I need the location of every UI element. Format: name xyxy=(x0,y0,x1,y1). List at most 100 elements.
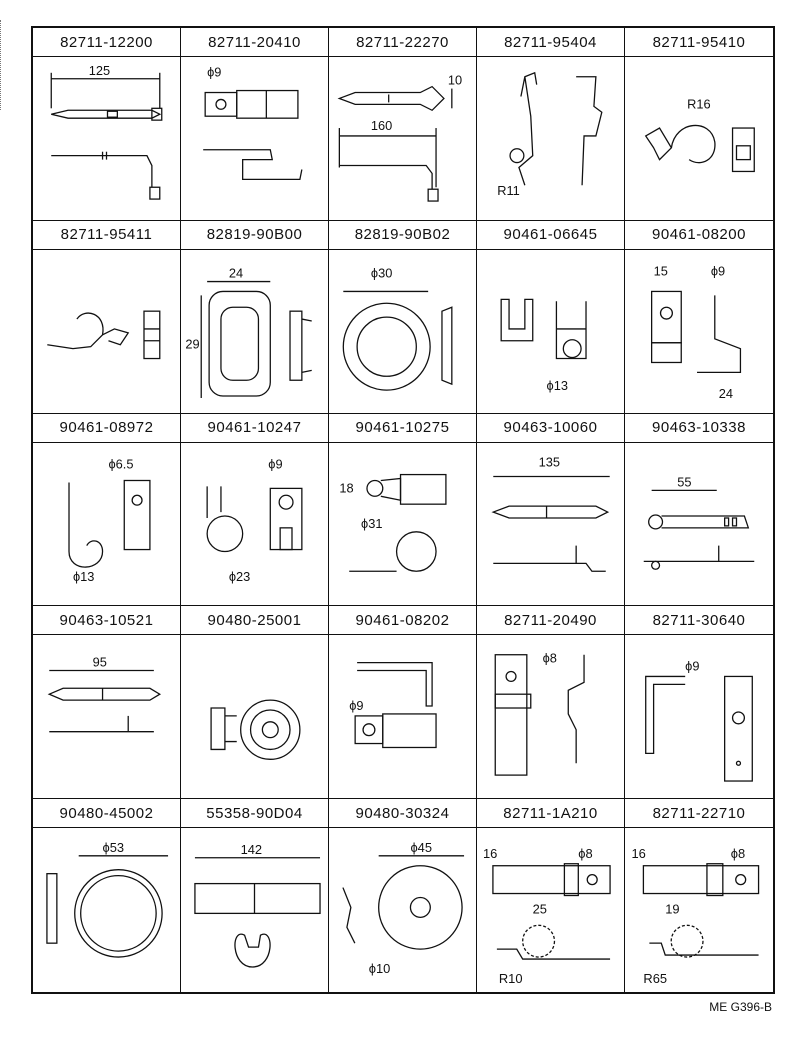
part-drawing: 24 29 xyxy=(185,265,312,398)
dimension-label: ϕ8 xyxy=(731,846,745,861)
part-cell: 82711-22710 16 ϕ8 19 R65 xyxy=(625,799,773,992)
part-cell: 90461-08972 ϕ6.5 ϕ13 xyxy=(33,413,181,607)
part-drawing: 55 xyxy=(643,474,755,570)
part-drawing: 16 ϕ8 19 R65 xyxy=(631,846,760,986)
part-cell: 82711-1A210 16 ϕ8 25 R10 xyxy=(477,799,625,992)
part-number: 82711-22270 xyxy=(329,28,476,57)
dimension-label: 18 xyxy=(339,480,353,495)
part-drawing: 125 xyxy=(50,63,163,200)
part-number: 90461-08202 xyxy=(329,606,476,636)
parts-grid: 82711-12200 125 82711-20410 ϕ9 82711-222… xyxy=(31,26,775,994)
dimension-label: 24 xyxy=(229,265,243,280)
part-number: 82711-95404 xyxy=(477,28,624,57)
part-number: 82711-30640 xyxy=(625,606,773,636)
dimension-label: ϕ9 xyxy=(711,263,725,278)
part-number: 82711-20490 xyxy=(477,606,624,636)
dimension-label: 55 xyxy=(677,474,691,489)
dimension-label: ϕ23 xyxy=(229,569,250,584)
part-cell: 55358-90D04 142 xyxy=(181,799,329,992)
dimension-label: 15 xyxy=(654,263,668,278)
part-cell: 82819-90B00 24 29 xyxy=(181,220,329,414)
dimension-label: R16 xyxy=(687,96,711,111)
dimension-label: 25 xyxy=(533,902,547,917)
dimension-label: 125 xyxy=(89,63,110,78)
part-drawing xyxy=(47,310,161,359)
part-drawing: 142 xyxy=(194,842,321,968)
part-cell: 82711-20410 ϕ9 xyxy=(181,28,329,221)
page-edge-marks xyxy=(0,20,3,110)
part-cell: 90461-08202 ϕ9 xyxy=(329,606,477,800)
part-drawing: 135 xyxy=(491,454,610,572)
dimension-label: ϕ45 xyxy=(410,840,432,855)
dimension-label: 95 xyxy=(93,655,107,670)
part-cell: 82819-90B02 ϕ30 xyxy=(329,220,477,414)
dimension-label: ϕ10 xyxy=(369,961,391,976)
part-cell: 82711-95411 xyxy=(33,220,181,414)
part-drawing: ϕ9 ϕ23 xyxy=(206,456,303,584)
part-drawing: 10 160 xyxy=(337,73,462,202)
part-cell: 82711-12200 125 xyxy=(33,28,181,221)
dimension-label: ϕ9 xyxy=(207,65,221,80)
part-drawing: 16 ϕ8 25 R10 xyxy=(483,846,611,986)
dimension-label: ϕ13 xyxy=(547,378,568,393)
part-number: 90480-45002 xyxy=(33,799,180,829)
dimension-label: 19 xyxy=(665,902,679,917)
part-drawing: ϕ30 xyxy=(342,265,453,391)
part-number: 82711-20410 xyxy=(181,28,328,57)
dimension-label: ϕ53 xyxy=(103,840,125,855)
dimension-label: 160 xyxy=(371,118,392,133)
drawing-reference: ME G396-B xyxy=(709,1000,772,1014)
part-number: 90461-08200 xyxy=(625,221,773,250)
dimension-label: 24 xyxy=(719,386,733,401)
part-drawing: ϕ9 xyxy=(645,659,753,783)
part-cell: 82711-95410 R16 xyxy=(625,28,773,221)
part-drawing xyxy=(210,699,301,761)
part-number: 90461-10275 xyxy=(329,414,476,443)
part-cell: 82711-30640 ϕ9 xyxy=(625,606,773,800)
part-cell: 90480-25001 xyxy=(181,606,329,800)
part-drawing: R11 xyxy=(497,71,603,198)
part-cell: 90463-10338 55 xyxy=(625,414,773,607)
dimension-label: R10 xyxy=(499,971,523,986)
dimension-label: ϕ8 xyxy=(578,846,592,861)
part-drawing: ϕ8 xyxy=(494,651,585,777)
part-drawing: 95 xyxy=(47,655,162,733)
part-number: 82711-12200 xyxy=(33,28,180,57)
part-drawing: ϕ6.5 ϕ13 xyxy=(68,456,151,584)
part-number: 90461-10247 xyxy=(181,414,328,443)
part-cell: 90461-06645 ϕ13 xyxy=(477,220,625,414)
part-number: 90480-30324 xyxy=(329,799,476,829)
part-drawing: ϕ9 xyxy=(203,65,303,180)
dimension-label: 135 xyxy=(539,454,560,469)
part-cell: 82711-95404 R11 xyxy=(477,28,625,221)
part-number: 90461-08972 xyxy=(33,414,180,443)
part-number: 82819-90B00 xyxy=(181,221,328,250)
dimension-label: 16 xyxy=(483,846,497,861)
dimension-label: 29 xyxy=(185,336,199,351)
part-cell: 82711-22270 10 160 xyxy=(329,28,477,221)
part-number: 82819-90B02 xyxy=(329,221,476,250)
part-cell: 90480-30324 ϕ45 ϕ10 xyxy=(329,799,477,992)
dimension-label: ϕ31 xyxy=(361,515,382,530)
part-cell: 90463-10521 95 xyxy=(33,606,181,800)
part-drawing: ϕ53 xyxy=(46,840,169,958)
part-drawing: ϕ45 ϕ10 xyxy=(342,840,465,976)
part-cell: 90461-10275 18 ϕ31 xyxy=(329,413,477,607)
part-number: 90463-10521 xyxy=(33,606,180,636)
dimension-label: ϕ9 xyxy=(685,659,699,674)
dimension-label: ϕ9 xyxy=(349,698,363,713)
part-number: 90461-06645 xyxy=(477,221,624,250)
part-number: 90463-10338 xyxy=(625,414,773,443)
part-cell: 90461-08200 15 ϕ9 24 xyxy=(625,221,773,414)
dimension-label: 10 xyxy=(448,73,462,88)
dimension-label: R65 xyxy=(643,971,667,986)
part-number: 55358-90D04 xyxy=(181,799,328,829)
dimension-label: ϕ13 xyxy=(73,569,94,584)
dimension-label: ϕ6.5 xyxy=(108,456,133,471)
part-number: 82711-1A210 xyxy=(477,799,624,829)
part-drawing: ϕ9 xyxy=(349,662,437,749)
part-drawing: 18 ϕ31 xyxy=(339,473,447,572)
part-drawing: ϕ13 xyxy=(500,298,587,393)
dimension-label: 16 xyxy=(631,846,645,861)
part-cell: 90463-10060 135 xyxy=(477,413,625,607)
